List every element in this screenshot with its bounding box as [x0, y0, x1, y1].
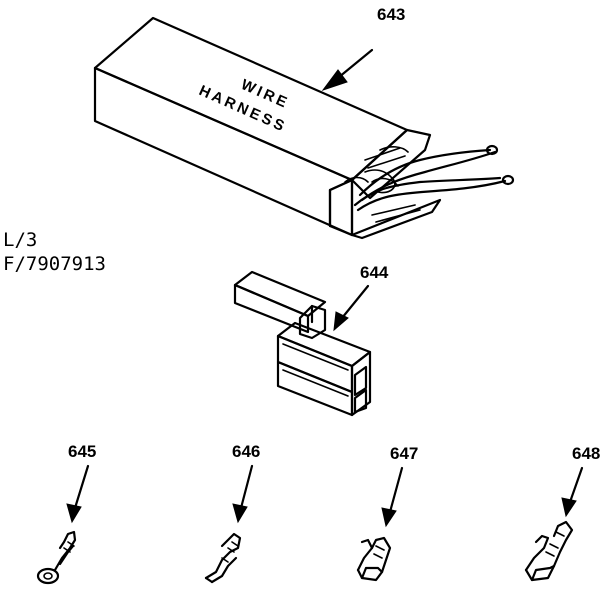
callout-arrow-644 [333, 284, 370, 332]
part-number-644: 644 [360, 263, 389, 282]
callout-arrow-646 [232, 464, 254, 524]
part-number-645: 645 [68, 442, 96, 461]
terminal-spade [204, 532, 242, 584]
part-number-647: 647 [390, 444, 418, 463]
doc-code-line1: L/3 [3, 229, 37, 251]
callout-arrow-648 [561, 466, 584, 518]
wire-harness-box: WIRE HARNESS [93, 16, 515, 240]
callout-arrow-647 [381, 466, 404, 528]
part-number-643: 643 [377, 5, 405, 24]
terminal-clip-a [356, 536, 392, 582]
connector-housing [233, 270, 372, 417]
callout-arrow-645 [66, 464, 90, 524]
terminal-clip-b [524, 520, 574, 582]
doc-code-line2: F/7907913 [3, 253, 106, 275]
part-number-648: 648 [572, 444, 600, 463]
part-number-646: 646 [232, 442, 260, 461]
terminal-ring [36, 530, 77, 585]
callout-arrow-643 [321, 48, 374, 91]
